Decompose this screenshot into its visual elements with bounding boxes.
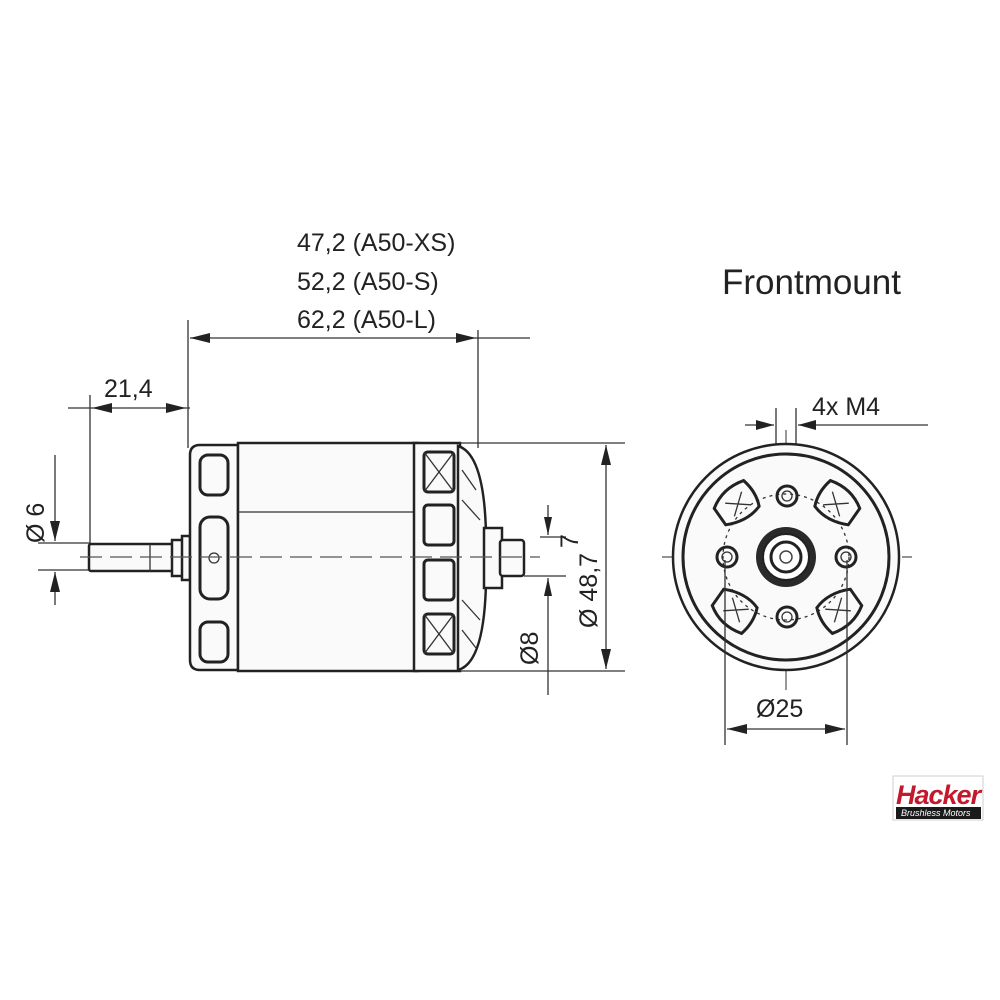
shaft <box>87 534 192 582</box>
shaft-length-label: 21,4 <box>104 375 153 403</box>
central-hub <box>756 527 816 587</box>
front-view: Frontmount 4x M4 <box>662 263 928 745</box>
bolt-circle-dimension: Ø25 <box>724 560 848 745</box>
length-dimension: 47,2 (A50-XS) 52,2 (A50-S) 62,2 (A50-L) <box>187 229 530 448</box>
vent-top-right <box>813 478 862 527</box>
boss-diameter-dimension: Ø8 <box>516 575 566 695</box>
mount-hole-left <box>715 545 739 569</box>
boss-diameter-label: Ø8 <box>516 632 544 665</box>
length-label-xs: 47,2 (A50-XS) <box>297 229 455 257</box>
shaft-diameter-label: Ø 6 <box>22 503 50 543</box>
thread-callout: 4x M4 <box>745 393 928 490</box>
shaft-length-dimension: 21,4 <box>68 375 190 545</box>
brand-tagline: Brushless Motors <box>901 808 971 818</box>
boss-length-label: 7 <box>556 534 584 548</box>
mount-hole-top <box>775 484 799 508</box>
mount-hole-bottom <box>775 605 799 629</box>
vent-top-left <box>712 478 761 527</box>
body-diameter-dimension: Ø 48,7 <box>460 442 625 672</box>
brand-logo: Hacker Brushless Motors <box>892 775 984 821</box>
body-diameter-label: Ø 48,7 <box>575 553 603 628</box>
view-title: Frontmount <box>722 263 901 302</box>
side-view: 47,2 (A50-XS) 52,2 (A50-S) 62,2 (A50-L) … <box>22 229 625 695</box>
thread-label: 4x M4 <box>812 393 880 421</box>
boss-length-dimension: 7 <box>540 505 584 548</box>
vent-bottom-left <box>710 587 759 636</box>
brand-name: Hacker <box>896 780 983 810</box>
shaft-diameter-dimension: Ø 6 <box>22 455 90 605</box>
front-boss <box>482 526 526 590</box>
mount-hole-right <box>834 545 858 569</box>
length-label-s: 52,2 (A50-S) <box>297 268 439 296</box>
bolt-circle-label: Ø25 <box>756 695 803 723</box>
length-label-l: 62,2 (A50-L) <box>297 306 436 334</box>
